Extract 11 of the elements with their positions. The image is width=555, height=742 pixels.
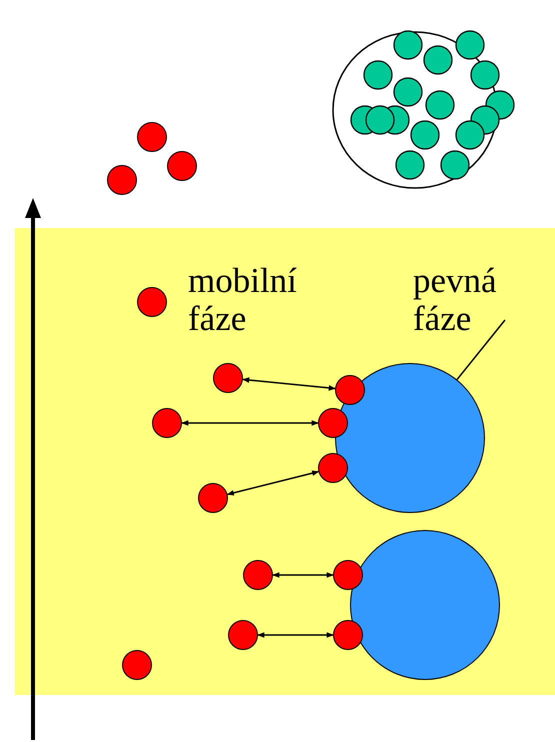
phase-label: pevná fáze xyxy=(413,262,533,338)
phase-label: mobilní fáze xyxy=(188,262,298,338)
leader-line xyxy=(456,320,506,380)
double-arrow xyxy=(242,377,336,391)
double-arrow xyxy=(257,632,334,638)
particle-dot xyxy=(167,151,197,181)
particle-dot xyxy=(137,122,167,152)
double-arrow xyxy=(181,420,319,426)
double-arrow xyxy=(272,572,334,578)
particle-dot xyxy=(107,165,137,195)
double-arrow xyxy=(226,470,320,496)
